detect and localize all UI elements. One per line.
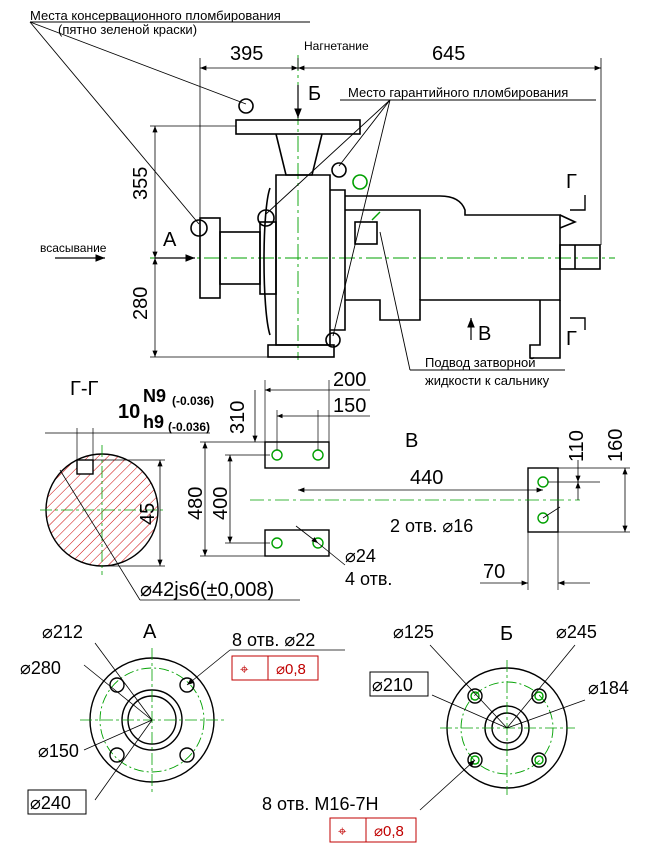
- section-g-mark-bottom: Г: [566, 328, 577, 350]
- dim-45: 45: [137, 503, 159, 525]
- flange-b-position-icon: ⌖: [338, 823, 347, 840]
- shaft-diameter: ⌀42js6(±0,008): [140, 579, 274, 601]
- flange-b-d184: ⌀184: [588, 678, 629, 698]
- dim-400: 400: [210, 487, 232, 520]
- dim-395: 395: [230, 43, 263, 65]
- view-v: [200, 380, 630, 590]
- flange-a-title: А: [143, 621, 157, 643]
- flange-a-position-icon: ⌖: [240, 661, 249, 678]
- flange-a-d212: ⌀212: [42, 622, 83, 642]
- key-width: 10: [118, 401, 140, 423]
- key-shaft-tol-value: (-0.036): [168, 420, 210, 434]
- key-hub-tol: N9: [143, 386, 166, 406]
- dim-645: 645: [432, 43, 465, 65]
- section-gg-title: Г-Г: [70, 378, 98, 400]
- flange-b-d210: ⌀210: [372, 675, 413, 695]
- flange-b-tolerance-frame: [329, 817, 417, 843]
- dim-355: 355: [130, 167, 152, 200]
- flange-b-d245: ⌀245: [556, 622, 597, 642]
- key-shaft-tol: h9: [143, 412, 164, 432]
- flange-b-d125: ⌀125: [393, 622, 434, 642]
- side-view: [29, 21, 615, 371]
- section-gg: [40, 428, 300, 601]
- flange-b-d210-box: [369, 671, 429, 697]
- green-paint-label: (пятно зеленой краски): [58, 22, 197, 37]
- flange-b-view: [419, 644, 586, 811]
- dim-280: 280: [130, 287, 152, 320]
- flange-b-title: Б: [500, 623, 513, 645]
- view-v-title: В: [405, 430, 418, 452]
- flange-b-holes: 8 отв. М16-7Н: [262, 794, 378, 814]
- dim-310: 310: [227, 401, 249, 434]
- view-v-mark: В: [478, 323, 491, 345]
- dim-440: 440: [410, 467, 443, 489]
- flange-a-holes: 8 отв. ⌀22: [232, 630, 315, 650]
- flange-b-tol-value: ⌀0,8: [374, 823, 404, 840]
- warranty-seal-label: Место гарантийного пломбирования: [348, 85, 568, 100]
- dim-160: 160: [605, 429, 627, 462]
- discharge-label: Нагнетание: [304, 39, 369, 53]
- conservation-seal-label: Места консервационного пломбирования: [30, 8, 281, 23]
- dim-200: 200: [333, 369, 366, 391]
- flange-a-tolerance-frame: [231, 655, 319, 681]
- suction-label: всасывание: [40, 241, 107, 255]
- view-a-mark: А: [163, 229, 177, 251]
- holes-4: 4 отв.: [345, 569, 392, 589]
- flange-a-d240: ⌀240: [30, 793, 71, 813]
- dim-150: 150: [333, 395, 366, 417]
- flange-a-d240-box: [27, 789, 87, 815]
- seal-fluid-label-line2: жидкости к сальнику: [425, 373, 550, 388]
- view-b-mark: Б: [308, 83, 321, 105]
- flange-a-view: [80, 642, 345, 801]
- dim-110: 110: [566, 430, 588, 462]
- holes-2x16: 2 отв. ⌀16: [390, 516, 473, 536]
- seal-fluid-label-line1: Подвод затворной: [425, 355, 536, 370]
- dim-480: 480: [185, 487, 207, 520]
- key-hub-tol-value: (-0.036): [172, 394, 214, 408]
- flange-a-tol-value: ⌀0,8: [276, 661, 306, 678]
- flange-a-d280: ⌀280: [20, 658, 61, 678]
- section-g-mark-top: Г: [566, 171, 577, 193]
- dim-70: 70: [483, 561, 505, 583]
- hole-24: ⌀24: [345, 546, 376, 566]
- flange-a-d150: ⌀150: [38, 741, 79, 761]
